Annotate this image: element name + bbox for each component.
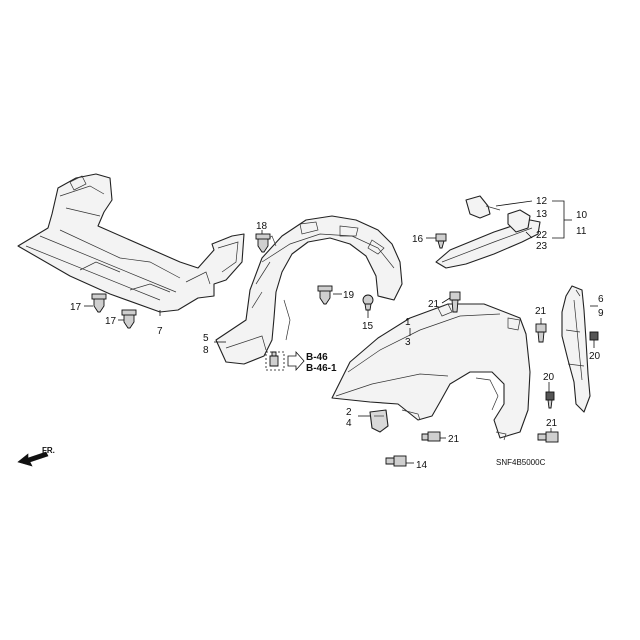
callout-1: 1 (405, 317, 411, 328)
callout-20-lower: 20 (543, 372, 555, 383)
callout-7: 7 (157, 326, 163, 337)
callout-17-right: 17 (105, 316, 117, 327)
arrow-icon (17, 451, 49, 467)
callout-6: 6 (598, 294, 604, 305)
inner-fender-part (215, 215, 403, 365)
callout-21-lower: 21 (448, 434, 460, 445)
callout-16: 16 (412, 234, 424, 245)
direction-label: FR. (42, 446, 55, 455)
callout-15: 15 (362, 321, 374, 332)
fastener-clips (91, 233, 599, 467)
callout-9: 9 (598, 308, 604, 319)
callout-14: 14 (416, 460, 428, 471)
callout-22: 22 (536, 230, 548, 241)
callout-2: 2 (346, 407, 352, 418)
callout-18: 18 (256, 221, 268, 232)
callout-5: 5 (203, 333, 209, 344)
callout-20-right: 20 (589, 351, 601, 362)
callout-12: 12 (536, 196, 548, 207)
callout-21-top: 21 (428, 299, 440, 310)
callout-13: 13 (536, 209, 548, 220)
leader-lines (84, 200, 598, 464)
callout-19: 19 (343, 290, 355, 301)
side-bracket-part (561, 285, 591, 413)
hood-seal-part (435, 195, 541, 269)
callout-11: 11 (576, 226, 587, 237)
callout-8: 8 (203, 345, 209, 356)
callout-17-left: 17 (70, 302, 82, 313)
callout-4: 4 (346, 418, 352, 429)
reference-label-b46: B-46 (306, 352, 328, 363)
callout-labels: 1 2 3 4 5 6 7 8 9 10 11 12 13 14 15 16 1… (70, 196, 604, 471)
under-cover-part (17, 173, 245, 313)
callout-21-bottom: 21 (546, 418, 558, 429)
callout-21-right: 21 (535, 306, 547, 317)
front-fender-part (331, 303, 531, 441)
callout-23: 23 (536, 241, 548, 252)
callout-3: 3 (405, 337, 411, 348)
callout-10: 10 (576, 210, 588, 221)
diagram-code: SNF4B5000C (496, 458, 546, 467)
fender-bracket-part (369, 409, 389, 433)
reference-label-b46-1: B-46-1 (306, 363, 337, 374)
front-direction-arrow: FR. (17, 446, 55, 467)
